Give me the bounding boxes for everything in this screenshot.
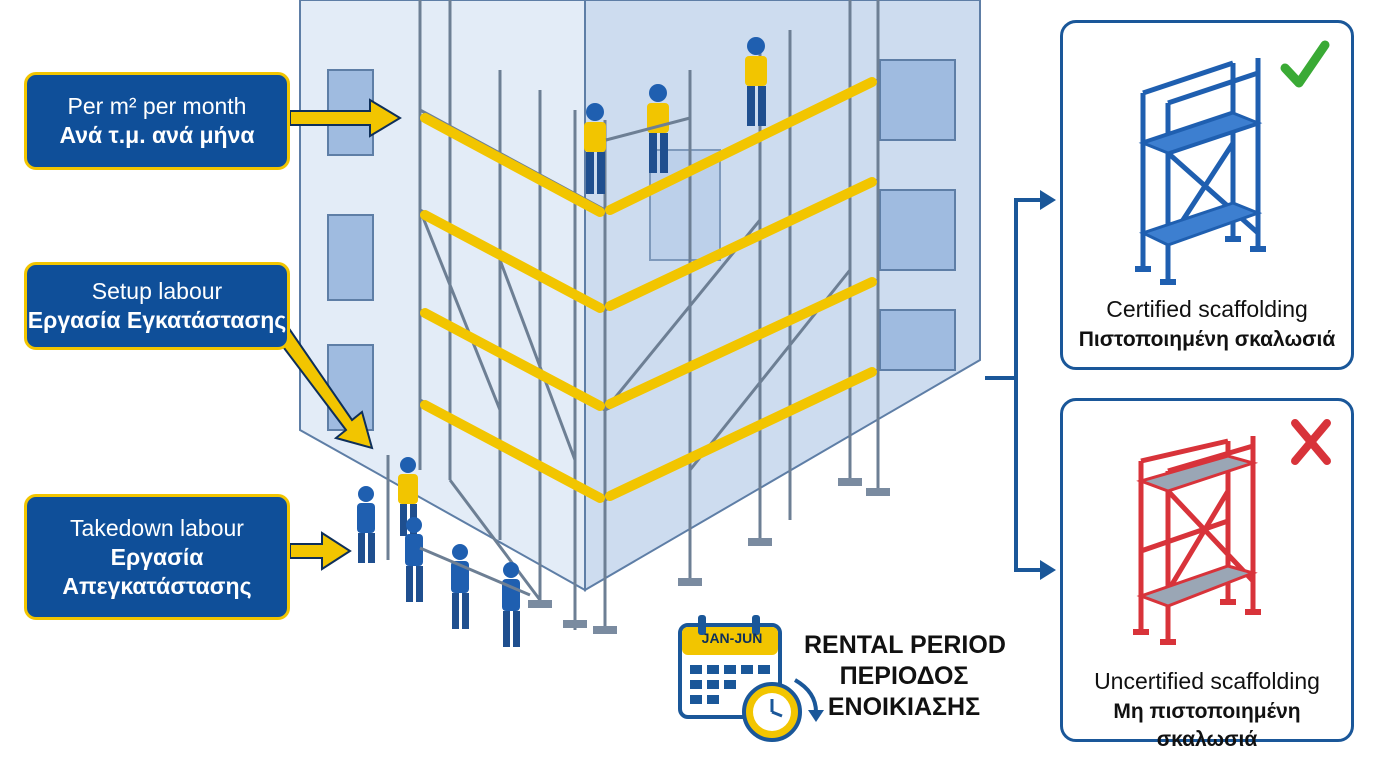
- comparison-connector: [985, 190, 1056, 580]
- certified-scaffold-icon: [1135, 40, 1330, 285]
- rental-line-1: RENTAL PERIOD: [804, 631, 1006, 659]
- setup-arrow: [276, 328, 374, 450]
- callout-arrows: [276, 98, 402, 571]
- rental-line-2: ΠΕΡΙΟΔΟΣ: [839, 662, 969, 690]
- rate-arrow: [289, 98, 402, 138]
- check-icon: [1280, 40, 1330, 88]
- uncertified-label-gr: Μη πιστοποιημένη σκαλωσιά: [1113, 700, 1301, 751]
- certified-label-en: Certified scaffolding: [1106, 296, 1308, 322]
- setup-callout-gr: Εργασία Εγκατάστασης: [27, 307, 287, 333]
- rate-callout: Per m² per month Ανά τ.μ. ανά μήνα: [24, 72, 290, 170]
- rental-line-3: ΕΝΟΙΚΙΑΣΗΣ: [827, 693, 981, 721]
- calendar-icon: [678, 615, 782, 719]
- workers-top: [584, 37, 767, 194]
- cross-icon: [1291, 419, 1331, 465]
- uncertified-card: Uncertified scaffolding Μη πιστοποιημένη…: [1060, 398, 1354, 751]
- clock-icon: [742, 678, 824, 742]
- scaffold-base-plates: [528, 478, 890, 634]
- uncertified-scaffold-icon: [1133, 419, 1331, 645]
- rate-callout-gr: Ανά τ.μ. ανά μήνα: [59, 122, 255, 148]
- rental-period-label: RENTAL PERIOD ΠΕΡΙΟΔΟΣ ΕΝΟΙΚΙΑΣΗΣ: [804, 630, 1006, 723]
- calendar-label: JAN-JUN: [701, 630, 763, 646]
- setup-callout-en: Setup labour: [91, 278, 223, 304]
- setup-callout: Setup labour Εργασία Εγκατάστασης: [24, 262, 290, 350]
- certified-label-gr: Πιστοποιημένη σκαλωσιά: [1078, 328, 1336, 351]
- takedown-callout-en: Takedown labour: [70, 514, 244, 541]
- takedown-arrow: [289, 531, 352, 571]
- uncertified-label-en: Uncertified scaffolding: [1094, 668, 1320, 694]
- scaffold-planks: [420, 77, 877, 503]
- workers-bottom: [357, 455, 531, 647]
- takedown-callout-gr-2: Απεγκατάστασης: [62, 572, 252, 599]
- takedown-callout: Takedown labour Εργασία Απεγκατάστασης: [24, 494, 290, 620]
- rate-callout-en: Per m² per month: [67, 93, 247, 119]
- takedown-callout-gr-1: Εργασία: [110, 543, 204, 570]
- certified-card: Certified scaffolding Πιστοποιημένη σκαλ…: [1060, 20, 1354, 370]
